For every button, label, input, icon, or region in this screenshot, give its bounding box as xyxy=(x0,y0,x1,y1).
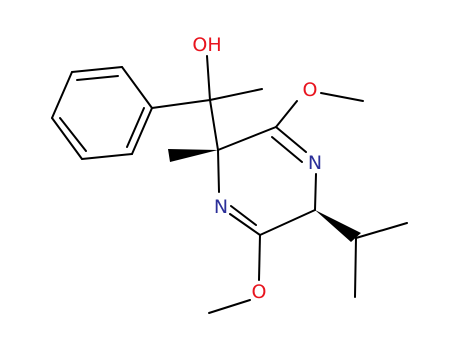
ring-nitrogen-lower-label: N xyxy=(214,196,228,218)
bond xyxy=(71,66,123,73)
methoxy-oxygen-upper-label: O xyxy=(303,79,318,101)
ring-nitrogen-upper-label: N xyxy=(308,152,322,174)
double-bond-inner xyxy=(59,117,87,152)
bond xyxy=(258,234,261,281)
methoxy-oxygen-lower-label: O xyxy=(252,281,267,303)
bond xyxy=(354,237,357,298)
bond xyxy=(81,153,133,160)
dihydropyrazine-ring xyxy=(217,126,317,236)
bond xyxy=(229,213,261,236)
hydroxyl-label: OH xyxy=(192,34,221,56)
bond xyxy=(206,55,211,101)
double-bond-inner xyxy=(126,107,145,148)
bond xyxy=(275,100,298,128)
carbinol-group xyxy=(151,55,263,151)
bond xyxy=(320,92,364,102)
phenyl-ring xyxy=(51,66,153,160)
double-bond-inner xyxy=(230,205,257,226)
double-bond-inner xyxy=(76,75,119,81)
bond xyxy=(151,99,211,109)
bond xyxy=(51,71,73,119)
isopropyl-group xyxy=(315,210,408,298)
wedge-bond-methyl xyxy=(168,149,218,162)
bond xyxy=(275,126,307,153)
bond xyxy=(217,126,277,151)
upper-methoxy-group xyxy=(275,92,364,128)
bond xyxy=(51,117,83,160)
bond xyxy=(314,173,317,211)
bond xyxy=(259,209,316,236)
bond xyxy=(121,66,153,109)
bond xyxy=(209,99,219,151)
wedge-bond-isopropyl xyxy=(315,210,361,242)
double-bond-inner xyxy=(271,136,303,163)
bond xyxy=(209,88,263,101)
bond xyxy=(217,149,220,193)
bond xyxy=(355,222,408,239)
bond xyxy=(208,299,251,314)
lower-methoxy-group xyxy=(208,234,261,314)
bond xyxy=(131,107,153,155)
